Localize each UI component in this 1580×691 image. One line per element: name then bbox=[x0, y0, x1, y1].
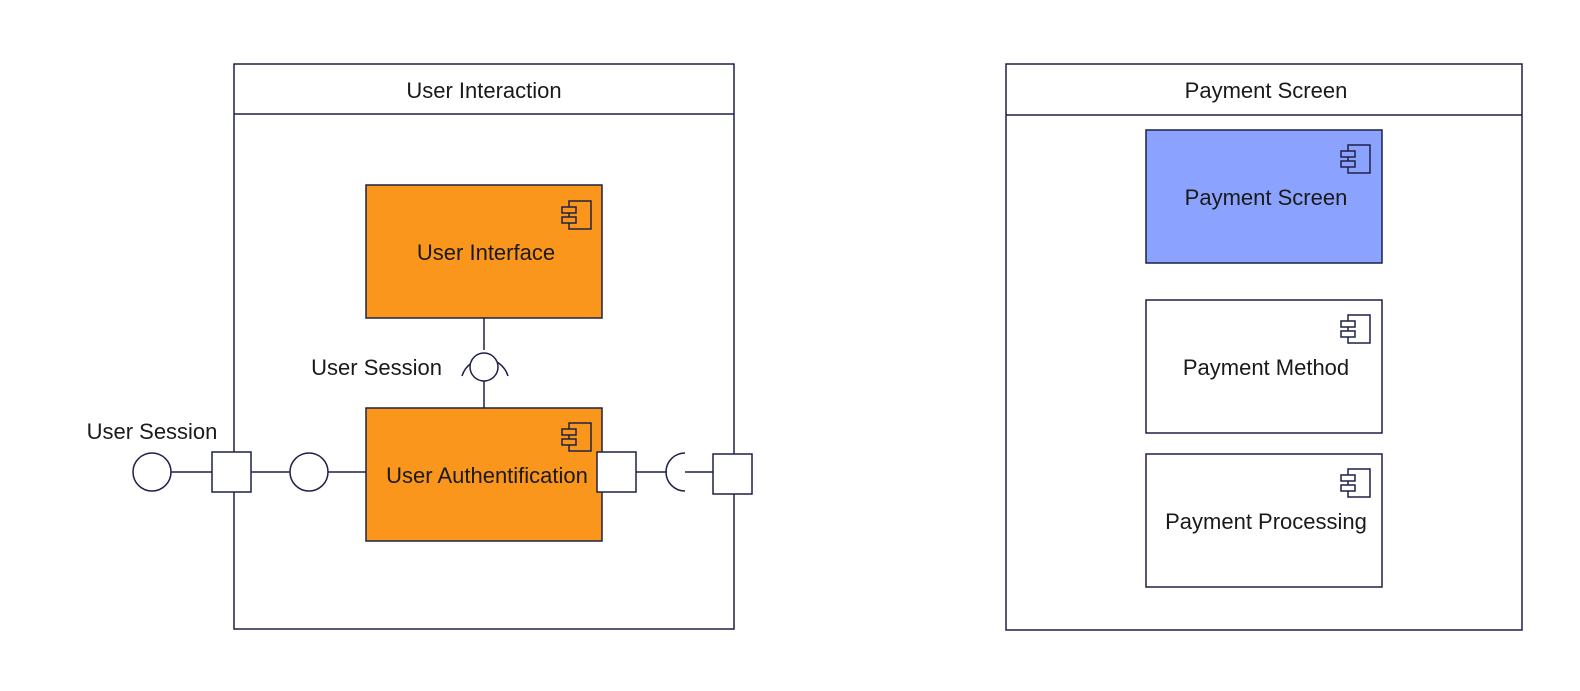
left-port-chain[interactable]: User Session bbox=[87, 419, 366, 493]
socket-icon bbox=[665, 452, 686, 492]
component-icon bbox=[1340, 468, 1371, 498]
component-user-authentification[interactable]: User Authentification bbox=[365, 407, 603, 542]
lollipop-icon bbox=[469, 352, 499, 382]
port-square[interactable] bbox=[712, 453, 753, 495]
component-label: Payment Processing bbox=[1165, 509, 1367, 534]
interface-label: User Session bbox=[311, 355, 442, 380]
component-icon bbox=[1340, 144, 1371, 174]
component-payment-screen[interactable]: Payment Screen bbox=[1145, 129, 1383, 264]
component-icon bbox=[561, 200, 592, 230]
component-user-interface[interactable]: User Interface bbox=[365, 184, 603, 319]
component-payment-method[interactable]: Payment Method bbox=[1145, 299, 1383, 434]
container-title: Payment Screen bbox=[1185, 78, 1348, 103]
component-label: Payment Method bbox=[1183, 355, 1349, 380]
lollipop-icon bbox=[289, 452, 329, 492]
component-payment-processing[interactable]: Payment Processing bbox=[1145, 453, 1383, 588]
assembly-connector-user-session[interactable]: User Session bbox=[311, 318, 509, 408]
component-icon bbox=[561, 422, 592, 452]
component-label: Payment Screen bbox=[1185, 185, 1348, 210]
component-icon bbox=[1340, 314, 1371, 344]
component-label: User Interface bbox=[417, 240, 555, 265]
port-square[interactable] bbox=[211, 451, 252, 493]
component-label: User Authentification bbox=[386, 463, 588, 488]
container-title: User Interaction bbox=[406, 78, 561, 103]
lollipop-icon bbox=[132, 452, 172, 492]
right-port-chain[interactable] bbox=[596, 451, 753, 495]
interface-label: User Session bbox=[87, 419, 218, 444]
port-square[interactable] bbox=[596, 451, 637, 493]
